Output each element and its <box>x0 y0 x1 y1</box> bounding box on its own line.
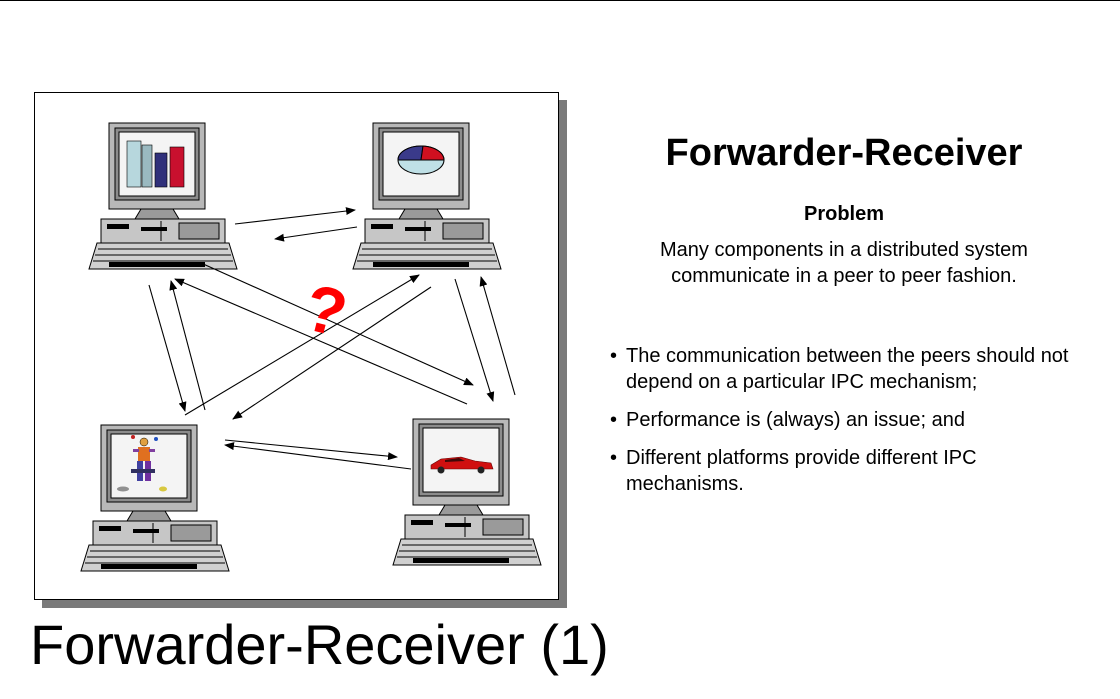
arrow-tl-to-tr <box>234 207 356 225</box>
connection-arrows <box>148 207 516 470</box>
bar-chart-icon <box>126 140 185 188</box>
diagram-panel: ? <box>34 92 559 600</box>
juggling-figure-icon <box>117 435 167 492</box>
arrow-bl-to-tl <box>169 280 206 411</box>
arrow-br-to-bl <box>224 442 412 470</box>
list-item: The communication between the peers shou… <box>610 343 1080 395</box>
problem-description: Many components in a distributed system … <box>660 239 1028 287</box>
list-item-text: Different platforms provide different IP… <box>626 447 977 495</box>
arrow-tl-to-bl <box>148 284 187 412</box>
computer-top-left <box>88 122 238 270</box>
computer-bottom-right <box>392 418 542 566</box>
list-item-text: Performance is (always) an issue; and <box>626 409 966 431</box>
problem-label: Problem <box>803 203 885 225</box>
pie-chart-icon <box>397 145 445 175</box>
arrow-tr-to-tl <box>274 226 358 242</box>
panel-heading: Forwarder-Receiver <box>665 132 1023 174</box>
forces-list: The communication between the peers shou… <box>610 343 1080 509</box>
network-diagram: ? <box>80 122 542 572</box>
arrow-tr-to-bl <box>232 286 432 420</box>
list-item: Different platforms provide different IP… <box>610 445 1080 497</box>
list-item-text: The communication between the peers shou… <box>626 345 1069 393</box>
computer-bottom-left <box>80 424 230 572</box>
arrow-bl-to-br <box>224 439 398 461</box>
slide-title: Forwarder-Receiver (1) <box>30 613 609 676</box>
computer-top-right <box>352 122 502 270</box>
red-car-icon <box>430 456 494 474</box>
list-item: Performance is (always) an issue; and <box>610 407 1080 433</box>
arrow-br-to-tr <box>479 276 516 396</box>
arrow-bl-to-tr <box>184 274 420 416</box>
arrow-br-to-tl <box>174 278 468 405</box>
top-border-line <box>0 0 1120 1</box>
arrow-tr-to-br <box>454 278 495 402</box>
question-mark: ? <box>297 269 354 351</box>
